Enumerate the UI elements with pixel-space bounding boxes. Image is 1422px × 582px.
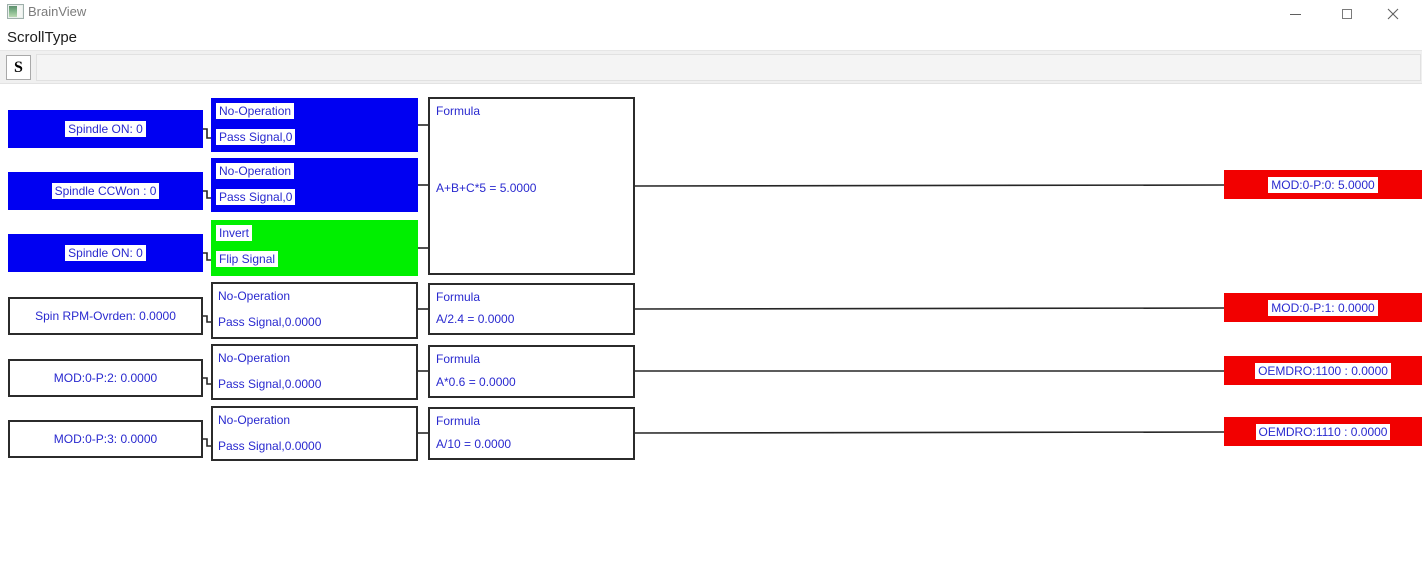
app-icon-art [9, 6, 17, 17]
formula-title: Formula [436, 352, 481, 366]
input-block[interactable]: MOD:0-P:3: 0.0000 [8, 420, 203, 458]
formula-title: Formula [436, 290, 481, 304]
wire [203, 190, 211, 199]
app-icon [7, 4, 24, 19]
formula-block[interactable]: Formula A*0.6 = 0.0000 [428, 345, 635, 398]
maximize-icon [1342, 9, 1352, 19]
formula-block[interactable]: Formula A/10 = 0.0000 [428, 407, 635, 460]
input-label: Spin RPM-Ovrden: 0.0000 [35, 309, 176, 323]
input-label: Spindle ON: 0 [65, 121, 146, 137]
operation-detail: Pass Signal,0.0000 [218, 315, 322, 329]
input-block[interactable]: Spindle ON: 0 [8, 110, 203, 148]
formula-expression: A+B+C*5 = 5.0000 [436, 181, 537, 195]
maximize-button[interactable] [1324, 0, 1370, 28]
wire [203, 252, 211, 261]
output-label: MOD:0-P:0: 5.0000 [1268, 176, 1378, 193]
wire [634, 307, 1225, 310]
operation-block[interactable]: No-Operation Pass Signal,0.0000 [211, 282, 418, 339]
operation-detail: Flip Signal [216, 251, 279, 267]
brain-diagram-canvas: Spindle ON: 0 Spindle CCWon : 0 Spindle … [0, 84, 1422, 582]
app-icon-art [17, 6, 22, 17]
output-label: MOD:0-P:1: 0.0000 [1268, 299, 1378, 316]
minimize-button[interactable] [1272, 0, 1318, 28]
formula-expression: A*0.6 = 0.0000 [436, 375, 516, 389]
operation-block[interactable]: No-Operation Pass Signal,0 [211, 98, 418, 152]
output-label: OEMDRO:1110 : 0.0000 [1255, 423, 1391, 440]
formula-block[interactable]: Formula A/2.4 = 0.0000 [428, 283, 635, 335]
input-block[interactable]: Spindle CCWon : 0 [8, 172, 203, 210]
minimize-icon [1289, 13, 1301, 15]
wire [203, 315, 211, 323]
formula-title: Formula [436, 414, 481, 428]
operation-name: Invert [216, 225, 253, 241]
scroll-toggle-button[interactable]: S [6, 55, 31, 80]
operation-name: No-Operation [218, 351, 291, 365]
operation-name: No-Operation [218, 413, 291, 427]
operation-block[interactable]: Invert Flip Signal [211, 220, 418, 276]
input-block[interactable]: MOD:0-P:2: 0.0000 [8, 359, 203, 397]
formula-block[interactable]: Formula A+B+C*5 = 5.0000 [428, 97, 635, 275]
menu-bar: ScrollType [0, 24, 1422, 51]
toolbar-strip [36, 54, 1421, 81]
operation-detail: Pass Signal,0 [216, 129, 296, 145]
output-block[interactable]: OEMDRO:1110 : 0.0000 [1224, 417, 1422, 446]
operation-block[interactable]: No-Operation Pass Signal,0.0000 [211, 344, 418, 400]
window-title: BrainView [28, 4, 87, 19]
formula-title: Formula [436, 104, 481, 118]
input-label: MOD:0-P:3: 0.0000 [53, 432, 158, 446]
operation-block[interactable]: No-Operation Pass Signal,0.0000 [211, 406, 418, 461]
input-label: Spindle ON: 0 [65, 245, 146, 261]
input-label: MOD:0-P:2: 0.0000 [53, 371, 158, 385]
wire [634, 184, 1225, 187]
menu-item-scrolltype[interactable]: ScrollType [7, 29, 78, 46]
operation-detail: Pass Signal,0 [216, 189, 296, 205]
operation-detail: Pass Signal,0.0000 [218, 377, 322, 391]
close-icon [1387, 8, 1399, 20]
wire [634, 431, 1225, 434]
formula-expression: A/2.4 = 0.0000 [436, 312, 515, 326]
wire [203, 128, 211, 139]
operation-detail: Pass Signal,0.0000 [218, 439, 322, 453]
operation-block[interactable]: No-Operation Pass Signal,0 [211, 158, 418, 212]
operation-name: No-Operation [216, 103, 295, 119]
title-bar: BrainView [0, 0, 1422, 24]
formula-expression: A/10 = 0.0000 [436, 437, 512, 451]
input-block[interactable]: Spin RPM-Ovrden: 0.0000 [8, 297, 203, 335]
output-label: OEMDRO:1100 : 0.0000 [1255, 362, 1391, 379]
operation-name: No-Operation [218, 289, 291, 303]
wire [203, 438, 211, 447]
output-block[interactable]: MOD:0-P:1: 0.0000 [1224, 293, 1422, 322]
output-block[interactable]: OEMDRO:1100 : 0.0000 [1224, 356, 1422, 385]
wire [203, 377, 211, 385]
input-label: Spindle CCWon : 0 [51, 183, 160, 199]
output-block[interactable]: MOD:0-P:0: 5.0000 [1224, 170, 1422, 199]
operation-name: No-Operation [216, 163, 295, 179]
toolbar: S [0, 51, 1422, 84]
close-button[interactable] [1370, 0, 1416, 28]
input-block[interactable]: Spindle ON: 0 [8, 234, 203, 272]
